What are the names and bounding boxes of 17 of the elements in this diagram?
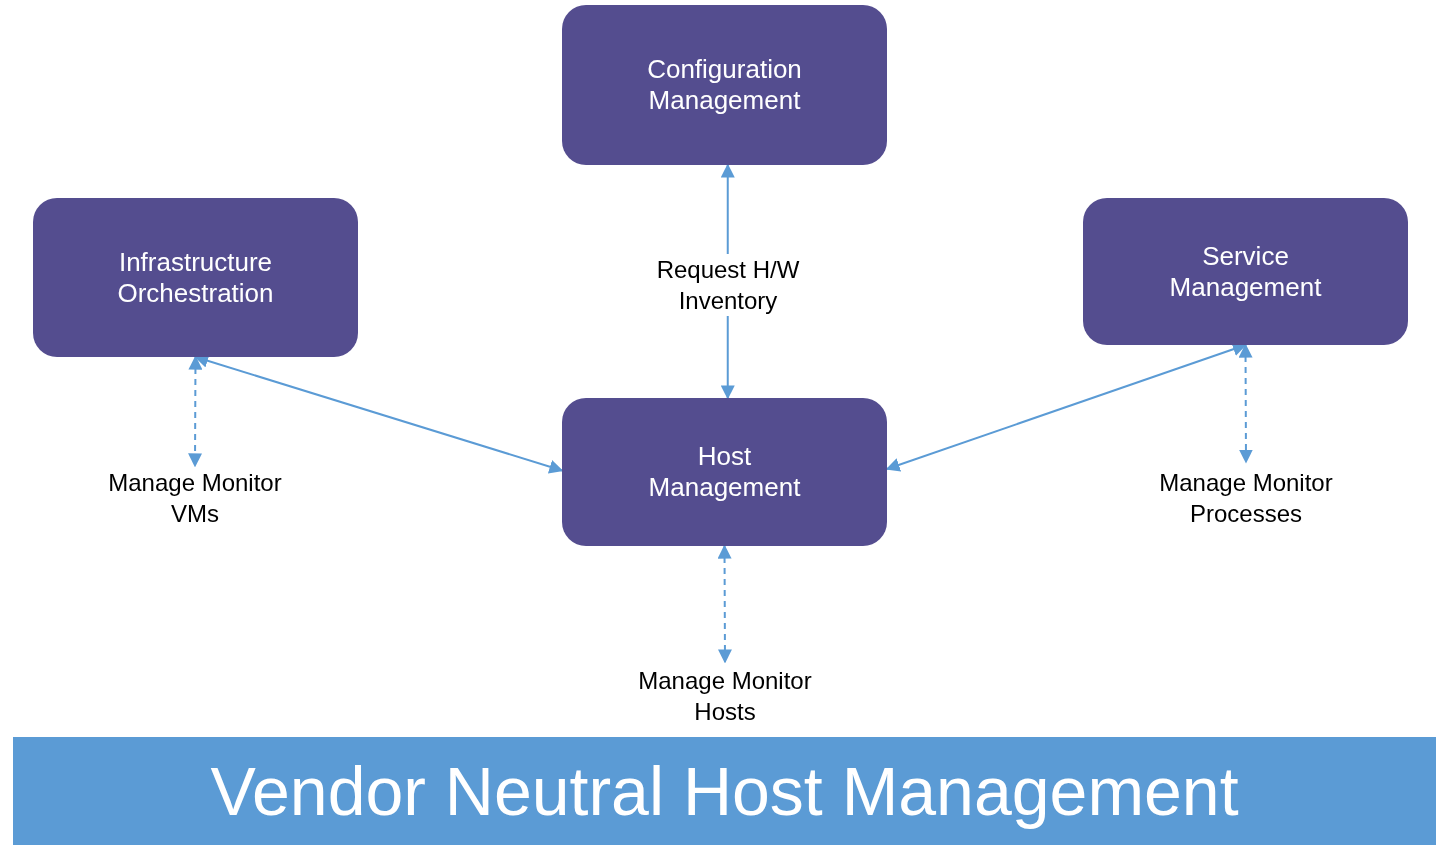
process-box — [562, 5, 887, 165]
box-label: Configuration Management — [646, 54, 803, 116]
arrow — [194, 354, 564, 474]
arrow — [885, 342, 1247, 472]
dashed-arrow — [188, 355, 203, 468]
node-label: Manage Monitor Hosts — [610, 664, 840, 728]
box-label: Infrastructure Orchestration — [116, 246, 275, 309]
dashed-arrow — [1238, 343, 1253, 464]
dashed-arrow — [717, 544, 732, 664]
box-label: Service Management — [1168, 240, 1323, 303]
title-banner: Vendor Neutral Host Management — [13, 737, 1436, 845]
node-label: Manage Monitor Processes — [1125, 466, 1367, 530]
process-box — [33, 198, 358, 357]
process-box — [562, 398, 887, 546]
node-label: Manage Monitor VMs — [95, 466, 295, 530]
process-box — [1083, 198, 1408, 345]
box-label: Host Management — [647, 441, 802, 503]
